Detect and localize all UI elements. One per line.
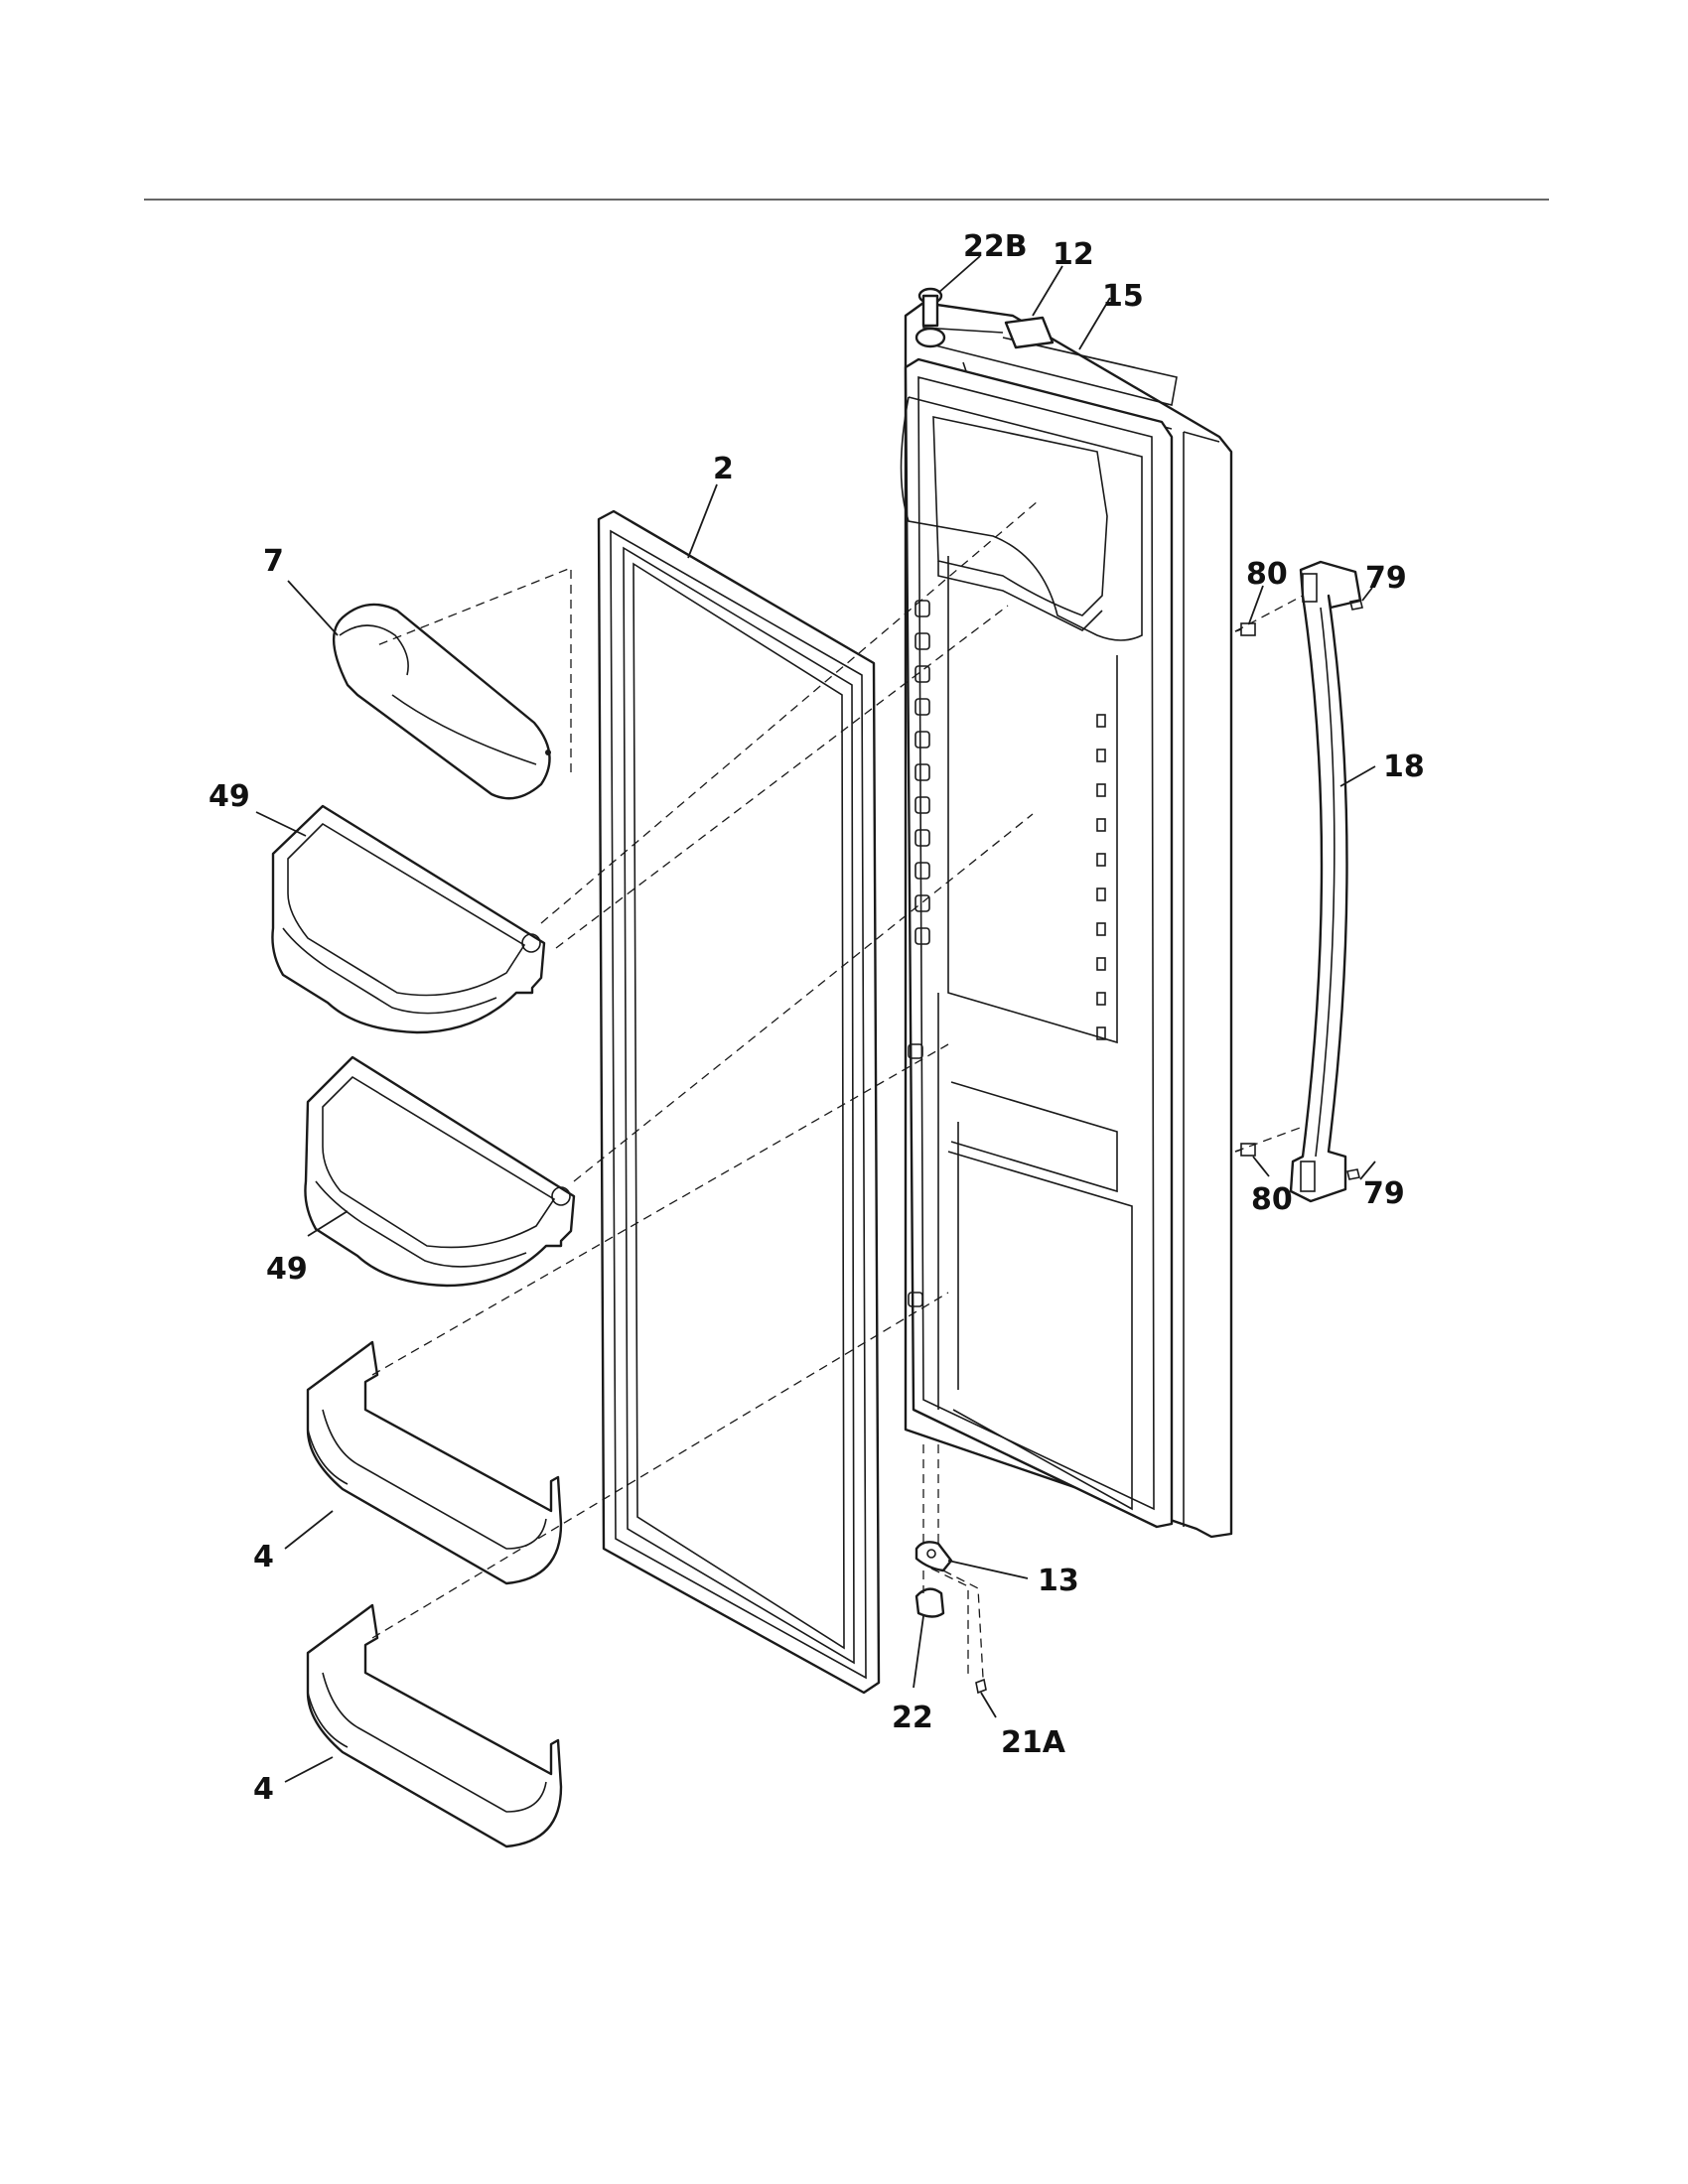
- leader-lines: [255, 255, 1376, 1783]
- callout-labels: 22B 12 15 2 7 80 79 18 49 49 80 79 4 13 …: [209, 229, 1425, 1807]
- hinge-screw: [975, 1678, 987, 1695]
- callout-4-lower: 4: [253, 1772, 274, 1807]
- handle-screw-top: [1349, 599, 1363, 611]
- callout-80-bottom: 80: [1251, 1182, 1293, 1217]
- callout-15: 15: [1102, 279, 1144, 314]
- handle-screw-bottom: [1346, 1168, 1360, 1180]
- callout-22b: 22B: [963, 229, 1028, 264]
- shelf-stops: [914, 600, 930, 945]
- assembly-lines: [371, 500, 1304, 1679]
- covered-bin: [332, 603, 551, 800]
- callout-2: 2: [713, 452, 734, 486]
- callout-13: 13: [1038, 1564, 1079, 1598]
- door-bin-lower: [304, 1055, 576, 1288]
- shelf-stops-right: [1096, 714, 1106, 1040]
- door-handle: [1289, 560, 1362, 1203]
- callout-18: 18: [1383, 750, 1425, 784]
- door-bin-upper: [271, 804, 546, 1034]
- callout-21a: 21A: [1001, 1725, 1066, 1760]
- callout-49-upper: 49: [209, 779, 250, 814]
- door-shelf-upper: [306, 1340, 563, 1585]
- callout-4-upper: 4: [253, 1540, 274, 1574]
- door-assembly: [900, 301, 1233, 1539]
- hinge-pin-top: [914, 287, 946, 348]
- door-gasket: [597, 509, 881, 1695]
- hinge-bracket: [914, 1541, 953, 1572]
- callout-12: 12: [1053, 237, 1094, 272]
- callout-22: 22: [892, 1701, 933, 1735]
- rating-label: [1004, 316, 1055, 349]
- callout-7: 7: [263, 544, 284, 579]
- door-shelf-lower: [306, 1603, 563, 1848]
- callout-79-top: 79: [1365, 561, 1407, 596]
- callout-80-top: 80: [1246, 557, 1288, 592]
- callout-49-lower: 49: [266, 1252, 308, 1287]
- hinge-bushing: [914, 1587, 945, 1618]
- callout-79-bottom: 79: [1363, 1176, 1405, 1211]
